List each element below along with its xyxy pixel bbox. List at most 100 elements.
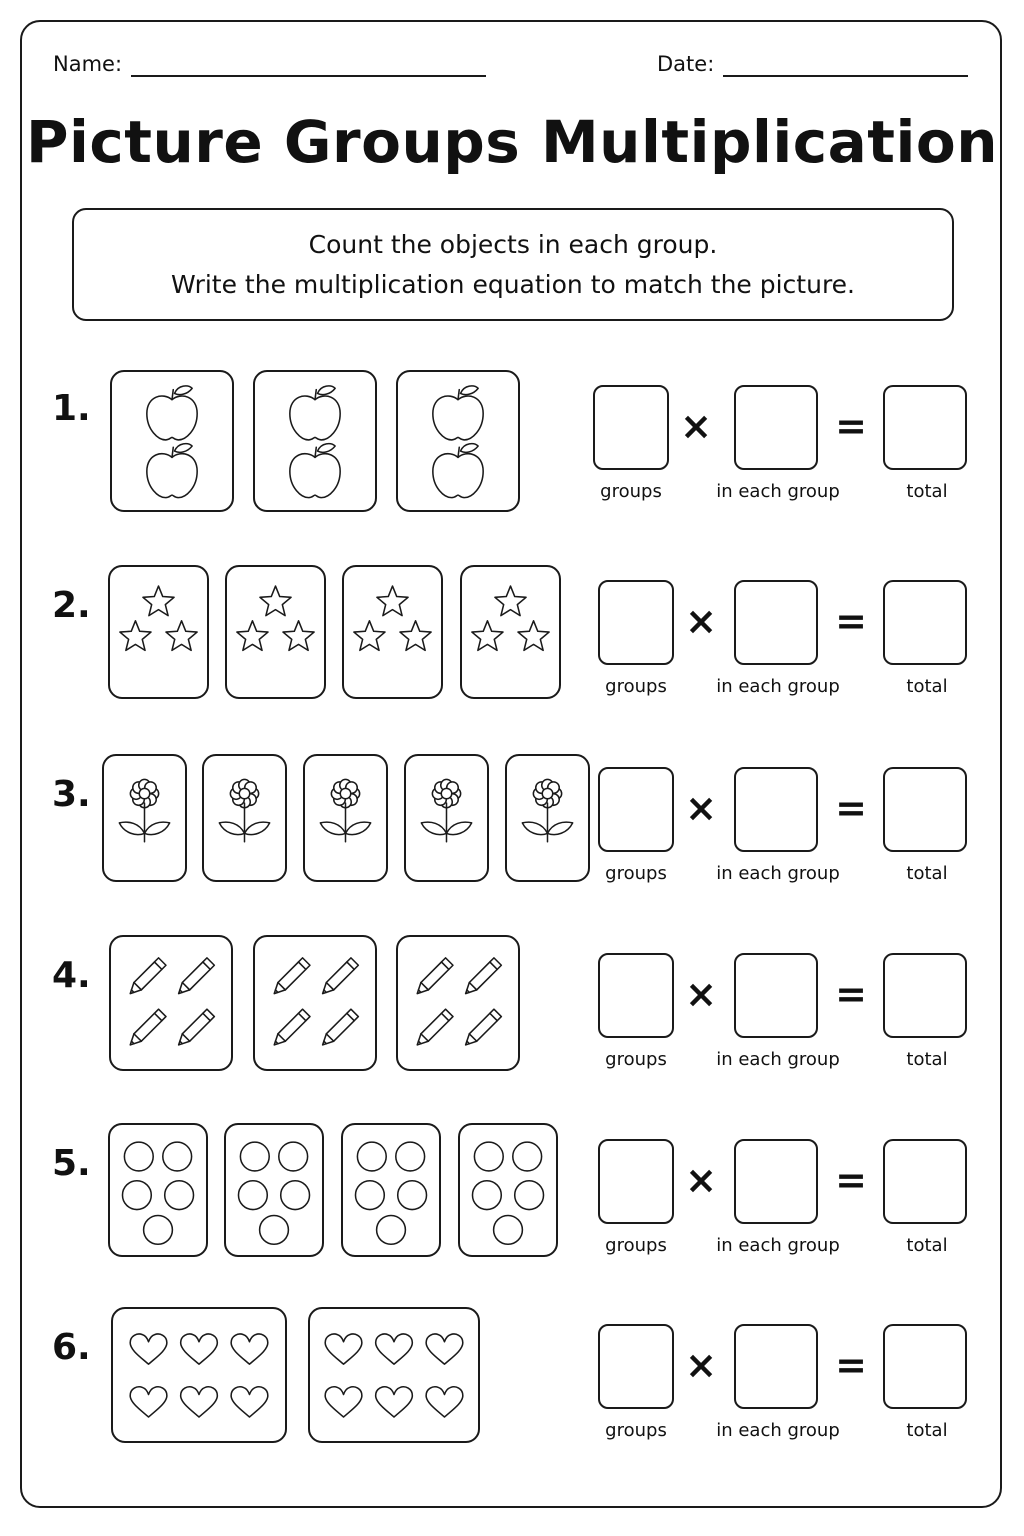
star-icon [399,620,432,652]
in-each-group-answer-box[interactable] [734,580,818,665]
groups-answer-box[interactable] [598,1139,674,1224]
circle-icon [473,1141,504,1172]
times-sign: × [685,599,717,643]
groups-answer-box[interactable] [593,385,669,470]
worksheet-border [20,20,1002,1508]
circle-icon [492,1214,524,1246]
object-group [253,935,377,1071]
star-icon [517,620,550,652]
heart-icon [129,1333,168,1365]
problem-number: 5. [52,1143,91,1184]
total-label: total [906,676,948,697]
total-label: total [906,1235,948,1256]
star-icon [353,620,386,652]
in-each-group-answer-box[interactable] [734,1324,818,1409]
groups-answer-box[interactable] [598,1324,674,1409]
apple-icon [289,442,341,499]
circle-icon [121,1179,153,1211]
circle-icon [278,1141,309,1172]
pencil-icon [416,1008,454,1046]
groups-answer-box[interactable] [598,767,674,852]
circle-icon [396,1179,428,1211]
total-answer-box[interactable] [883,385,967,470]
name-field[interactable] [131,75,486,77]
problem-number: 1. [52,388,91,429]
groups-label: groups [605,863,667,884]
total-answer-box[interactable] [883,1139,967,1224]
problem-number: 2. [52,585,91,626]
equals-sign: = [835,1343,867,1387]
circle-icon [375,1214,407,1246]
total-answer-box[interactable] [883,580,967,665]
circle-icon [356,1141,387,1172]
heart-icon [324,1333,363,1365]
heart-icon [425,1333,464,1365]
in-each-group-answer-box[interactable] [734,953,818,1038]
circle-icon [258,1214,290,1246]
problem-number: 6. [52,1327,91,1368]
times-sign: × [685,1158,717,1202]
pencil-icon [416,957,454,995]
total-answer-box[interactable] [883,953,967,1038]
equals-sign: = [835,1158,867,1202]
star-icon [376,585,409,617]
star-icon [259,585,292,617]
in-each-group-answer-box[interactable] [734,1139,818,1224]
times-sign: × [685,1343,717,1387]
object-group [460,565,561,699]
circle-icon [237,1179,269,1211]
in-each-group-label: in each group [716,1049,840,1070]
times-sign: × [685,972,717,1016]
heart-icon [179,1333,219,1365]
total-label: total [906,1049,948,1070]
pencil-icon [464,1008,503,1046]
equals-sign: = [835,599,867,643]
groups-answer-box[interactable] [598,953,674,1038]
pencil-icon [129,957,167,995]
date-field[interactable] [723,75,968,77]
object-group [505,754,590,882]
date-label: Date: [657,52,715,76]
in-each-group-label: in each group [716,1235,840,1256]
circle-icon [354,1179,386,1211]
apple-icon [289,385,341,441]
object-group [404,754,489,882]
apple-icon [146,385,198,441]
heart-icon [129,1386,168,1418]
in-each-group-label: in each group [716,676,840,697]
instructions-box: Count the objects in each group. Write t… [72,208,954,321]
groups-answer-box[interactable] [598,580,674,665]
total-answer-box[interactable] [883,767,967,852]
object-group [111,1307,287,1443]
instruction-line-1: Count the objects in each group. [308,229,718,259]
in-each-group-label: in each group [716,1420,840,1441]
in-each-group-answer-box[interactable] [734,767,818,852]
page-title: Picture Groups Multiplication [25,108,999,176]
circle-icon [163,1179,195,1211]
circle-icon [123,1141,154,1172]
pencil-icon [321,957,360,995]
groups-label: groups [605,1420,667,1441]
heart-icon [230,1386,269,1418]
equals-sign: = [835,972,867,1016]
heart-icon [374,1333,414,1365]
pencil-icon [273,1008,311,1046]
circle-icon [513,1179,545,1211]
object-group [108,565,209,699]
name-label: Name: [53,52,123,76]
groups-label: groups [600,481,662,502]
object-group [396,370,520,512]
times-sign: × [685,786,717,830]
total-answer-box[interactable] [883,1324,967,1409]
in-each-group-answer-box[interactable] [734,385,818,470]
pencil-icon [177,1008,216,1046]
flower-icon [118,778,171,843]
object-group [342,565,443,699]
apple-icon [432,442,484,499]
object-group [396,935,520,1071]
problem-number: 4. [52,955,91,996]
circle-icon [279,1179,311,1211]
star-icon [142,585,175,617]
heart-icon [179,1386,219,1418]
equals-sign: = [835,786,867,830]
